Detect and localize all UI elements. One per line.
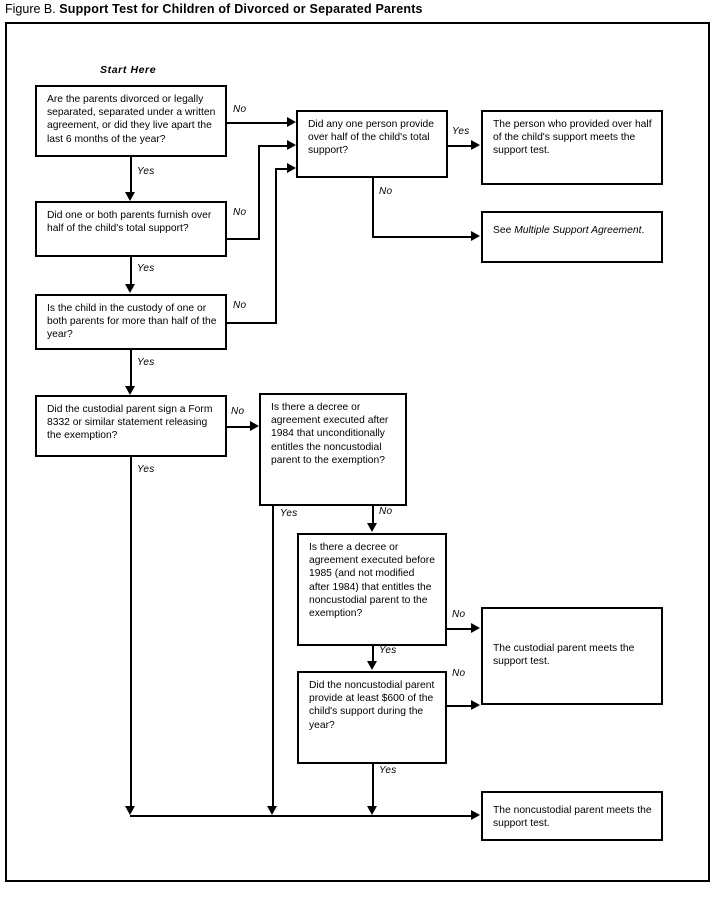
multiple-support-agreement-title: Multiple Support Agreement: [514, 225, 642, 236]
node-question-decree-after-1984: Is there a decree or agreement executed …: [259, 393, 407, 506]
start-here-label: Start Here: [100, 64, 157, 76]
edge-q4-no-horizontal: [227, 426, 252, 428]
edge-decree85-no-arrowhead: [471, 623, 480, 633]
edge-decree84-no-vertical: [372, 506, 374, 524]
node-text: Did one or both parents furnish over hal…: [47, 210, 212, 235]
edge-decree84-yes-arrowhead: [267, 806, 277, 815]
node-question-furnish-support: Did one or both parents furnish over hal…: [35, 201, 227, 257]
edge-q4-yes-vertical: [130, 457, 132, 807]
node-result-multiple-support-agreement: See Multiple Support Agreement.: [481, 211, 663, 263]
see-suffix: .: [641, 225, 645, 236]
edge-q2-yes-vertical: [130, 257, 132, 285]
edge-decree85-no-horizontal: [447, 628, 474, 630]
node-text: Is there a decree or agreement executed …: [309, 542, 435, 620]
edge-q1-no-arrowhead: [287, 117, 296, 127]
node-question-600-support: Did the noncustodial parent provide at l…: [297, 671, 447, 764]
edge-label-q2-yes: Yes: [137, 263, 155, 274]
node-question-divorced: Are the parents divorced or legally sepa…: [35, 85, 227, 157]
node-question-form-8332: Did the custodial parent sign a Form 833…: [35, 395, 227, 457]
figure-title-text: Support Test for Children of Divorced or…: [59, 2, 423, 16]
node-text: The custodial parent meets the support t…: [493, 643, 635, 668]
edge-decree85-yes-vertical: [372, 646, 374, 662]
node-text: Did any one person provide over half of …: [308, 119, 434, 157]
node-text: Did the custodial parent sign a Form 833…: [47, 404, 213, 442]
edge-q2-no-horizontal-out: [227, 238, 260, 240]
node-question-any-one-person: Did any one person provide over half of …: [296, 110, 448, 178]
edge-anyone-no-vertical: [372, 178, 374, 237]
node-text: Did the noncustodial parent provide at l…: [309, 680, 435, 731]
edge-q3-yes-vertical: [130, 350, 132, 387]
node-result-custodial-meets-test: The custodial parent meets the support t…: [481, 607, 663, 705]
edge-q3-no-vertical: [275, 168, 277, 324]
edge-q3-no-arrowhead: [287, 163, 296, 173]
edge-600-yes-vertical: [372, 764, 374, 807]
node-result-noncustodial-meets-test: The noncustodial parent meets the suppor…: [481, 791, 663, 841]
edge-bottom-bus-arrowhead: [471, 810, 480, 820]
edge-label-decree85-no: No: [452, 609, 466, 620]
edge-q3-yes-arrowhead: [125, 386, 135, 395]
edge-label-decree84-yes: Yes: [280, 508, 298, 519]
edge-label-q1-yes: Yes: [137, 166, 155, 177]
edge-q3-no-horizontal-out: [227, 322, 277, 324]
node-question-decree-before-1985: Is there a decree or agreement executed …: [297, 533, 447, 646]
edge-bottom-bus-horizontal: [130, 815, 474, 817]
edge-label-600-yes: Yes: [379, 765, 397, 776]
edge-label-q3-no: No: [233, 300, 247, 311]
edge-label-decree84-no: No: [379, 506, 393, 517]
edge-600-no-arrowhead: [471, 700, 480, 710]
edge-q4-yes-arrowhead: [125, 806, 135, 815]
node-text: Are the parents divorced or legally sepa…: [47, 94, 216, 145]
edge-label-600-no: No: [452, 668, 466, 679]
edge-q2-no-horizontal-in: [258, 145, 289, 147]
edge-q2-no-vertical: [258, 145, 260, 240]
node-text: The noncustodial parent meets the suppor…: [493, 805, 652, 830]
edge-decree84-yes-vertical: [272, 506, 274, 807]
node-result-person-provided: The person who provided over half of the…: [481, 110, 663, 185]
edge-anyone-no-horizontal: [372, 236, 474, 238]
figure-label: Figure B.: [5, 2, 56, 16]
edge-label-q4-yes: Yes: [137, 464, 155, 475]
edge-label-decree85-yes: Yes: [379, 645, 397, 656]
edge-label-anyone-no: No: [379, 186, 393, 197]
edge-q3-no-horizontal-in: [275, 168, 289, 170]
edge-anyone-no-arrowhead: [471, 231, 480, 241]
edge-label-q4-no: No: [231, 406, 245, 417]
node-text: See Multiple Support Agreement.: [493, 224, 653, 237]
edge-anyone-yes-arrowhead: [471, 140, 480, 150]
edge-600-yes-arrowhead: [367, 806, 377, 815]
edge-anyone-yes-horizontal: [448, 145, 474, 147]
edge-label-anyone-yes: Yes: [452, 126, 470, 137]
edge-q4-no-arrowhead: [250, 421, 259, 431]
node-text: Is the child in the custody of one or bo…: [47, 303, 217, 341]
edge-label-q2-no: No: [233, 207, 247, 218]
node-text: The person who provided over half of the…: [493, 119, 652, 157]
edge-decree85-yes-arrowhead: [367, 661, 377, 670]
edge-label-q3-yes: Yes: [137, 357, 155, 368]
edge-q1-yes-arrowhead: [125, 192, 135, 201]
node-text: Is there a decree or agreement executed …: [271, 402, 389, 466]
edge-q2-no-arrowhead: [287, 140, 296, 150]
edge-q2-yes-arrowhead: [125, 284, 135, 293]
edge-600-no-horizontal: [447, 705, 474, 707]
node-question-custody: Is the child in the custody of one or bo…: [35, 294, 227, 350]
edge-q1-no-horizontal: [227, 122, 289, 124]
edge-q1-yes-vertical: [130, 157, 132, 193]
edge-label-q1-no: No: [233, 104, 247, 115]
edge-decree84-no-arrowhead: [367, 523, 377, 532]
figure-title: Figure B. Support Test for Children of D…: [5, 2, 423, 16]
see-prefix: See: [493, 225, 515, 236]
